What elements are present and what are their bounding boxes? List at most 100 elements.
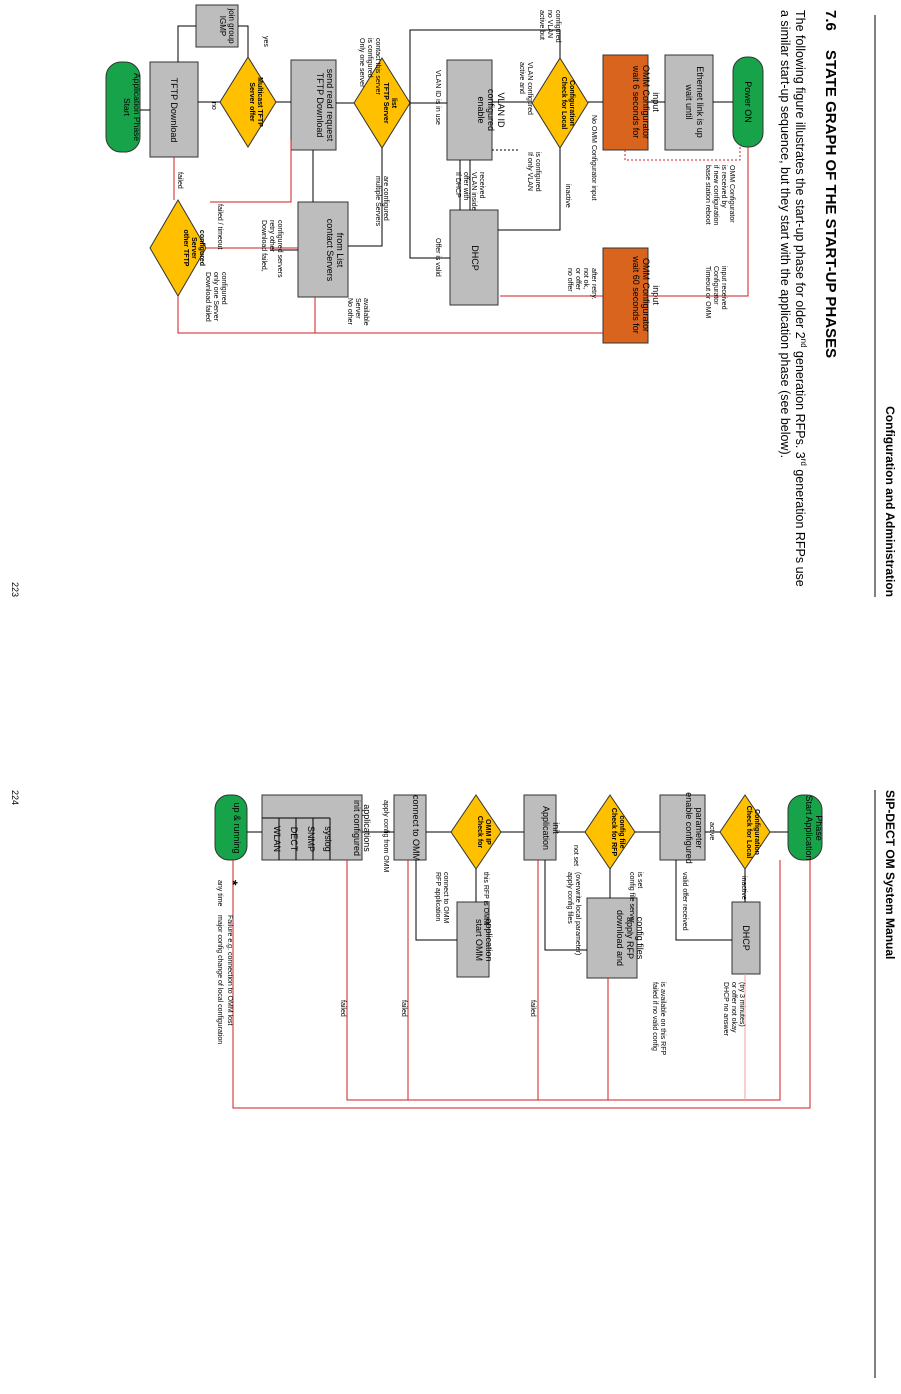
label2-failed-1: failed	[529, 1000, 536, 1017]
enable-vlan-box	[446, 59, 493, 161]
dhcp2-label: DHCP	[741, 925, 751, 951]
diagram-application-phase: Start ApplicationPhase Check for LocalCo…	[214, 792, 824, 1109]
label-if-dhcp-offer: If DHCPoffer withVLAN insidereceived	[454, 172, 485, 211]
tftp-send-box	[290, 59, 337, 151]
label-vlan-in-use: VLAN ID is in use	[434, 70, 441, 125]
app-dect: DECT	[289, 827, 299, 852]
check-local-diamond	[531, 57, 589, 149]
tftp-list-label: TFTP Serverlist	[382, 82, 397, 123]
start-app-label: StartApplication Phase	[122, 73, 142, 141]
label2-valid-offer: valid offer received	[681, 872, 688, 931]
contact-servers-label: contact Serversfrom List	[325, 219, 345, 282]
start-app-phase-label: Start ApplicationPhase	[804, 795, 824, 860]
wait-link-box	[664, 54, 714, 151]
contact-servers-box	[297, 201, 349, 298]
wait-link-label: wait untilEthernet link is up	[684, 66, 705, 138]
intro-paragraph-line1: The following figure illustrates the sta…	[793, 10, 808, 587]
up-running-label: up & running	[232, 802, 242, 853]
label-multiple-servers: multiple Serversare configured	[374, 176, 389, 227]
label-inactive: inactive	[564, 184, 571, 208]
igmp-label: IGMPjoin group	[218, 7, 236, 44]
label2-failed-no-valid: failed if no valid configis available on…	[651, 982, 666, 1055]
section-title: STATE GRAPH OF THE START-UP PHASES	[822, 50, 839, 358]
power-on-label: Power ON	[743, 81, 753, 123]
download-apply-box	[586, 897, 638, 979]
app-snmp: SNMP	[306, 826, 316, 852]
label-offer-valid: Offer is valid	[434, 238, 441, 277]
label2-failure-note: Failure e.g. connection to OMM lost	[226, 915, 233, 1026]
label2-not-set: not set	[572, 845, 579, 866]
check-omm-diamond	[450, 794, 502, 870]
dhcp2-box	[731, 901, 761, 975]
label2-inactive: inactive	[740, 876, 747, 900]
connect-omm-box	[393, 794, 427, 861]
label2-failed-2: failed	[400, 1000, 407, 1017]
enable-vlan-label: enableconfiguredVLAN ID	[476, 89, 506, 131]
label2-dhcp-no-answer: DHCP no answeror offer not okay(try 3 mi…	[722, 982, 745, 1037]
label-if-only-vlan: If only VLANis configured	[526, 152, 541, 192]
check-local2-label: Check for LocalConfiguration	[745, 806, 760, 859]
label2-star: *	[225, 880, 241, 886]
multicast-label: Server offerMulticast TFTP	[248, 77, 263, 127]
header-left-title: SIP-DECT OM System Manual	[883, 790, 897, 959]
label-only-one-server: Only one serveris configuredcontact this…	[358, 38, 381, 95]
tftp-send-label: TFTP Downloadsend read request	[315, 69, 335, 142]
start-app-node	[105, 61, 141, 153]
page-number-bottom: 224	[10, 790, 20, 805]
label2-apply-cfg: apply config files(overwrite local param…	[566, 872, 581, 955]
label-dl-failed-retry: Download failed,retry otherconfigured se…	[260, 220, 283, 278]
label-active-vlan: active andVLAN configured	[518, 62, 533, 115]
label-timeout: Timeout or OMMConfiguratorinput received	[704, 266, 727, 318]
label2-rfp-app-connect: RFP applicationconnect to OMM	[434, 872, 449, 924]
app-syslog: syslog	[323, 826, 333, 852]
label-failed-timeout: failed / timeout	[216, 204, 223, 250]
connect-omm-label: connect to OMM	[411, 795, 421, 861]
label-no-omm-input: No OMM Configurator input	[590, 115, 597, 201]
check-omm-label: Check forOMM IP	[476, 816, 491, 849]
label2-apply-from-omm: apply config from OMM	[382, 800, 389, 873]
label-active-no-vlan: active butno VLANconfigured	[538, 10, 561, 43]
up-running-node	[214, 794, 248, 861]
start-app-phase-node	[787, 794, 823, 861]
label-no-offer: no offeror offernot ok,after retry.	[566, 268, 597, 299]
wait-60s-box	[602, 247, 649, 344]
enable-param-label: enable configuredparameter	[684, 792, 704, 864]
app-wlan: WLAN	[272, 826, 282, 852]
label2-failed-3: failed	[339, 1000, 346, 1017]
label-yes: yes	[262, 36, 269, 47]
label2-cfg-server-set: config file serveris set	[628, 872, 643, 924]
app-init-box	[523, 794, 557, 861]
intro-paragraph-line2: a similar start-up sequence, but they st…	[778, 10, 792, 458]
app-init-label: Applicationinit	[541, 806, 561, 850]
label2-any-time: any time	[216, 880, 223, 907]
download-apply-label: download andapply RFPconfig files	[615, 910, 645, 966]
wait-60s-label: wait 60 seconds forOMM Configuratorinput	[631, 255, 661, 334]
init-apps-label: init configuredapplications	[352, 800, 372, 856]
label-no: no	[210, 102, 217, 110]
label-failed: failed	[176, 172, 183, 189]
check-local-label: Check for LocalConfiguration	[560, 77, 575, 130]
label2-major-change: major config change of local configurati…	[216, 915, 223, 1044]
check-rfp-diamond	[584, 794, 636, 870]
check-rfp-label: Check for RFPconfig file	[610, 808, 625, 857]
label2-active: active	[708, 822, 715, 840]
page-number-top: 223	[10, 582, 20, 597]
label-base-reboot: base station rebootif new configurationi…	[704, 165, 735, 225]
dhcp-label: DHCP	[470, 245, 480, 271]
multicast-diamond	[219, 56, 277, 148]
tftp-download-label: TFTP Download	[169, 78, 179, 143]
start-omm-box	[456, 901, 490, 978]
tftp-download-box	[149, 61, 199, 158]
section-number: 7.6	[822, 10, 839, 31]
diagram-startup-phase: Power ON wait untilEthernet link is up w…	[105, 4, 764, 344]
check-local2-diamond	[719, 794, 771, 870]
enable-param-box	[659, 794, 706, 861]
label2-this-rfp-omm: this RFP is OMM	[482, 872, 489, 925]
start-omm-label: start OMMapplication	[474, 918, 494, 961]
header-right-title: Configuration and Administration	[883, 406, 897, 597]
other-tftp-label: other TFTPServerconfigured	[182, 230, 205, 267]
dhcp-box	[449, 209, 499, 306]
label-dl-failed-one: Download failedonly one Serverconfigured	[204, 272, 227, 322]
label-no-other-server: No otherServeravailable	[346, 298, 369, 326]
